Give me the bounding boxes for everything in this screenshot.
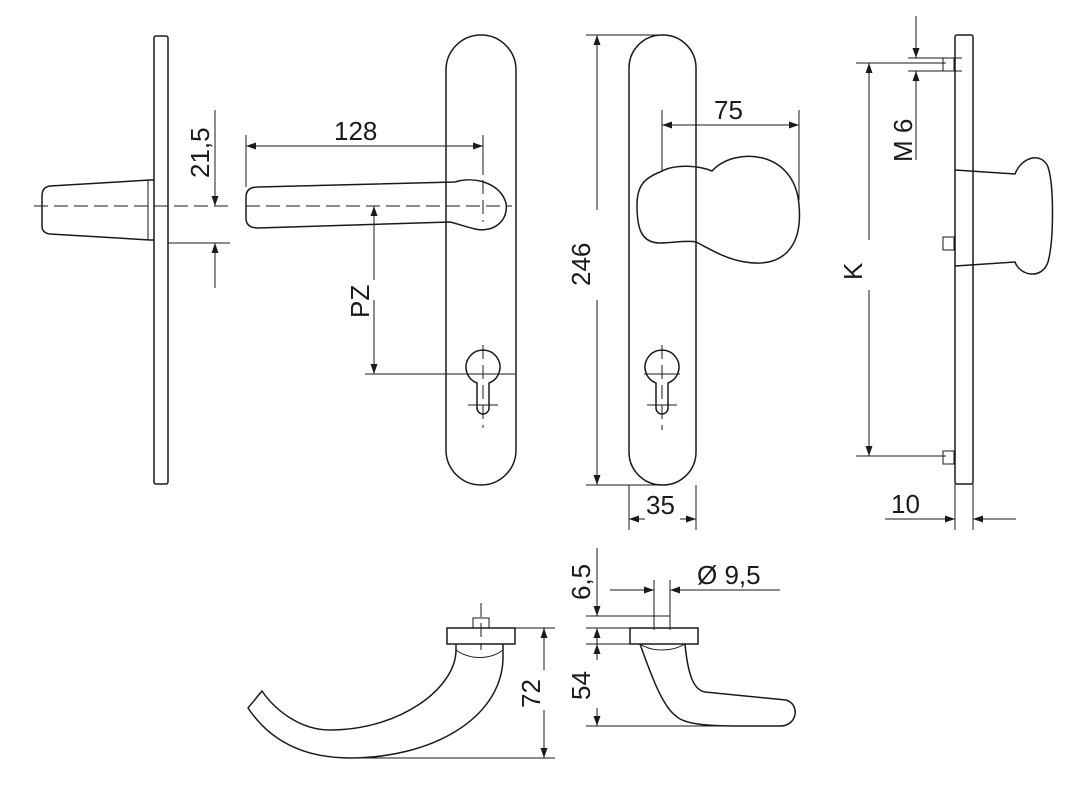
dim-pz-label: PZ: [345, 285, 375, 318]
cylinder-cutout-front: [465, 349, 501, 415]
dim-k-label: K: [838, 262, 868, 280]
lever-top-view: [247, 644, 504, 759]
knob-top-view: [639, 643, 796, 727]
bolt-bottom: [942, 450, 955, 465]
front-view-lever: 128 PZ: [245, 34, 517, 486]
backplate-front-knob: [628, 34, 697, 486]
backplate-side: [153, 35, 169, 485]
dim-75-label: 75: [714, 95, 743, 125]
lever-stub: [41, 179, 154, 241]
dim-35-label: 35: [646, 490, 675, 520]
top-view-lever: 72: [247, 603, 555, 759]
side-view-left: 21,5: [34, 35, 232, 485]
backplate-front: [445, 34, 517, 486]
front-view-knob: 246 75 35: [566, 34, 801, 530]
side-view-right: M 6 K 10: [838, 16, 1054, 530]
bolt-middle: [942, 236, 955, 251]
dim-10-label: 10: [891, 489, 920, 519]
dim-6-5-label: 6,5: [566, 564, 596, 600]
dim-128-label: 128: [334, 116, 377, 146]
dim-54-label: 54: [566, 671, 596, 700]
lever-handle-front: [245, 179, 507, 231]
top-view-knob: 6,5 Ø 9,5 54: [566, 548, 796, 727]
rose-top-knob: [629, 627, 699, 645]
backplate-side-right: [954, 34, 974, 485]
dim-246-label: 246: [566, 243, 596, 286]
cylinder-cutout-knob: [644, 349, 680, 415]
dim-72-label: 72: [516, 679, 546, 708]
bolt-top: [942, 57, 955, 72]
knob-side: [954, 157, 1054, 275]
knob-front: [636, 155, 801, 264]
dim-m6-label: M 6: [888, 119, 918, 162]
dim-diameter-label: Ø 9,5: [697, 560, 761, 590]
spindle-top-knob: [653, 615, 671, 629]
dim-21-5-label: 21,5: [185, 127, 215, 178]
